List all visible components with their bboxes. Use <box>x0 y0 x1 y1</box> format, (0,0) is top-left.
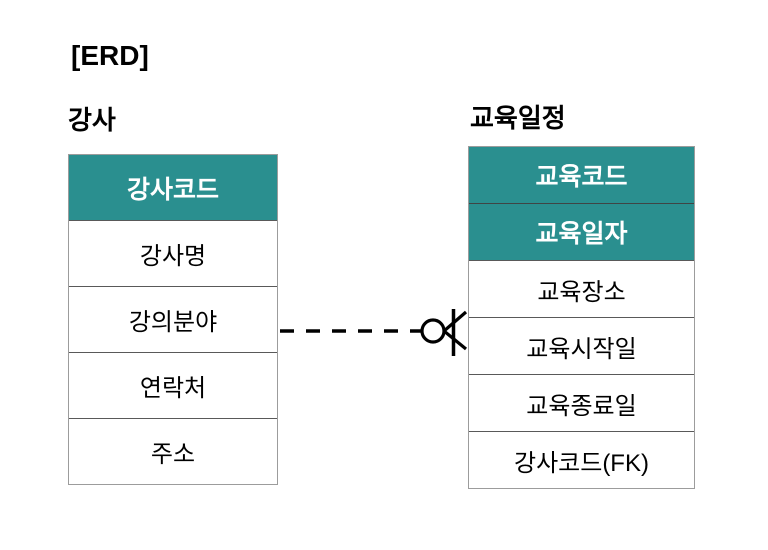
entity-schedule-table: 교육코드 교육일자 교육장소 교육시작일 교육종료일 강사코드(FK) <box>468 146 695 489</box>
entity-schedule-label: 교육일정 <box>470 103 566 133</box>
pk-cell-education-date: 교육일자 <box>469 203 694 260</box>
cell-instructor-code-fk: 강사코드(FK) <box>469 431 694 488</box>
page-title: [ERD] <box>71 40 149 71</box>
pk-cell-instructor-code: 강사코드 <box>69 155 277 220</box>
entity-instructor-label: 강사 <box>68 105 116 135</box>
crow-foot-lower-prong <box>442 329 468 351</box>
cell-contact: 연락처 <box>69 352 277 418</box>
cell-address: 주소 <box>69 418 277 484</box>
cell-education-start-date: 교육시작일 <box>469 317 694 374</box>
cell-lecture-field: 강의분야 <box>69 286 277 352</box>
cardinality-zero-ring-icon <box>420 318 446 344</box>
cell-instructor-name: 강사명 <box>69 220 277 286</box>
cell-education-end-date: 교육종료일 <box>469 374 694 431</box>
cell-education-place: 교육장소 <box>469 260 694 317</box>
crow-foot-upper-prong <box>442 310 468 333</box>
pk-cell-education-code: 교육코드 <box>469 147 694 203</box>
entity-instructor-table: 강사코드 강사명 강의분야 연락처 주소 <box>68 154 278 485</box>
